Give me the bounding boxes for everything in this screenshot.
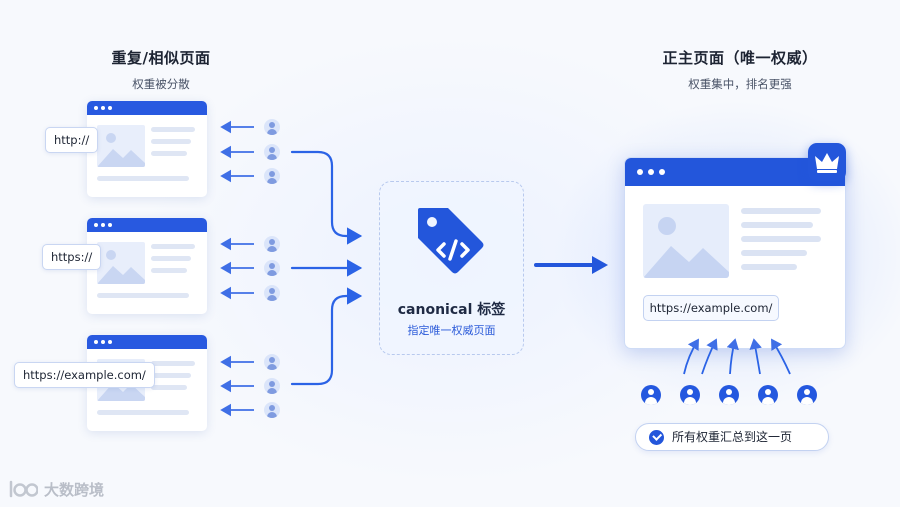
check-icon xyxy=(649,430,664,445)
duplicate-page-card-2 xyxy=(87,218,207,314)
user-icon xyxy=(264,119,280,135)
canonical-page-card: https://example.com/ xyxy=(624,157,846,349)
right-title: 正主页面（唯一权威） xyxy=(662,49,818,67)
user-icon xyxy=(264,260,280,276)
left-title: 重复/相似页面 xyxy=(111,49,211,67)
user-icon xyxy=(264,378,280,394)
canonical-title: canonical 标签 xyxy=(397,302,506,318)
url-label-https: https:// xyxy=(42,244,102,270)
duplicate-page-card-1 xyxy=(87,101,207,197)
browser-bar xyxy=(87,101,207,115)
user-icon xyxy=(680,385,700,405)
image-placeholder-icon xyxy=(97,125,145,167)
canonical-box: canonical 标签 指定唯一权威页面 xyxy=(379,181,524,355)
summary-text: 所有权重汇总到这一页 xyxy=(672,430,793,444)
code-tag-icon xyxy=(418,208,484,274)
image-placeholder-icon xyxy=(643,204,729,278)
right-heading: 正主页面（唯一权威） 权重集中，排名更强 xyxy=(635,47,845,92)
user-icon xyxy=(641,385,661,405)
user-icon xyxy=(797,385,817,405)
left-subtitle: 权重被分散 xyxy=(132,77,190,91)
user-icon xyxy=(719,385,739,405)
url-label-http: http:// xyxy=(45,127,99,153)
image-placeholder-icon xyxy=(97,242,145,284)
canonical-subtitle: 指定唯一权威页面 xyxy=(407,324,496,337)
browser-bar xyxy=(87,335,207,349)
summary-badge: 所有权重汇总到这一页 xyxy=(635,423,829,451)
user-icon xyxy=(264,354,280,370)
user-icon xyxy=(264,402,280,418)
canonical-url: https://example.com/ xyxy=(643,295,779,321)
right-subtitle: 权重集中，排名更强 xyxy=(688,77,792,91)
brand-name: 大数跨境 xyxy=(44,481,105,499)
left-heading: 重复/相似页面 权重被分散 xyxy=(86,47,236,92)
user-icon xyxy=(758,385,778,405)
user-icon xyxy=(264,168,280,184)
user-icon xyxy=(264,236,280,252)
user-icon xyxy=(264,285,280,301)
url-label-example: https://example.com/ xyxy=(14,362,155,388)
user-icon xyxy=(264,144,280,160)
browser-bar xyxy=(87,218,207,232)
crown-icon xyxy=(808,143,846,181)
brand-logo-mark xyxy=(9,480,38,498)
